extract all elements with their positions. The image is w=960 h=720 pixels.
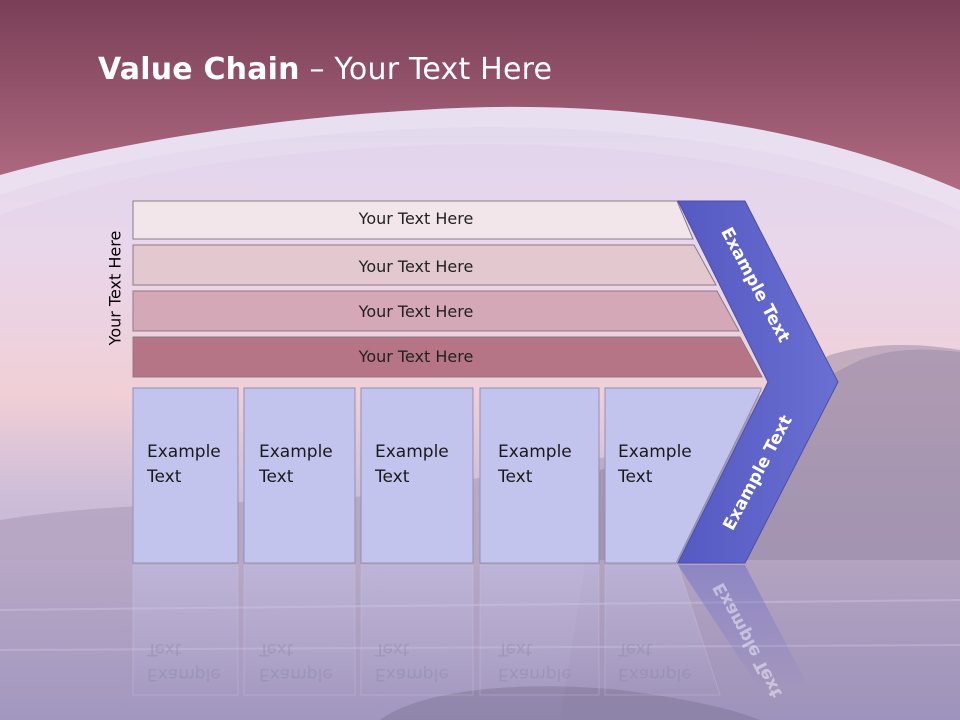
support-bar-4 (132, 336, 763, 378)
primary-box-5-line1: Example (618, 442, 692, 462)
primary-box-1-reflection: Example Text (147, 636, 242, 686)
title-bold: Value Chain (98, 52, 300, 87)
primary-box-3-line1: Example (375, 442, 449, 462)
primary-box-1-label: Example Text (147, 440, 242, 490)
support-bar-2 (132, 244, 717, 286)
primary-box-5-line2: Text (618, 467, 653, 487)
primary-box-4-reflection-line2: Text (498, 639, 533, 659)
support-bar-1 (132, 200, 694, 240)
support-bar-1-label: Your Text Here (358, 209, 474, 228)
primary-box-2-line1: Example (259, 442, 333, 462)
primary-box-3-line2: Text (375, 467, 410, 487)
primary-box-3-label: Example Text (375, 440, 470, 490)
primary-box-5-reflection-line2: Text (618, 639, 653, 659)
primary-box-1-reflection-line1: Example (147, 664, 221, 684)
primary-box-5-reflection-line1: Example (618, 664, 692, 684)
vertical-label: Your Text Here (105, 230, 125, 346)
primary-box-2-label: Example Text (259, 440, 354, 490)
primary-box-3-reflection-line1: Example (375, 664, 449, 684)
primary-box-4-label: Example Text (498, 440, 593, 490)
primary-box-1-reflection-line2: Text (147, 639, 182, 659)
support-bar-3 (132, 290, 740, 332)
primary-box-4-reflection-line1: Example (498, 664, 572, 684)
primary-box-2-line2: Text (259, 467, 294, 487)
slide-title: Value Chain – Your Text Here (98, 52, 552, 87)
primary-box-2-reflection-line2: Text (259, 639, 294, 659)
support-bar-4-label: Your Text Here (358, 347, 474, 366)
primary-box-5-label: Example Text (618, 440, 713, 490)
primary-box-1-line2: Text (147, 467, 182, 487)
support-bar-3-label: Your Text Here (358, 302, 474, 321)
primary-box-3-reflection: Example Text (375, 636, 470, 686)
primary-box-4-line2: Text (498, 467, 533, 487)
primary-box-3-reflection-line2: Text (375, 639, 410, 659)
title-rest: – Your Text Here (299, 52, 553, 87)
primary-box-1-line1: Example (147, 442, 221, 462)
primary-box-2-reflection: Example Text (259, 636, 354, 686)
primary-box-4-reflection: Example Text (498, 636, 593, 686)
primary-box-4-line1: Example (498, 442, 572, 462)
primary-box-2-reflection-line1: Example (259, 664, 333, 684)
primary-box-5-reflection: Example Text (618, 636, 713, 686)
support-bar-2-label: Your Text Here (358, 257, 474, 276)
